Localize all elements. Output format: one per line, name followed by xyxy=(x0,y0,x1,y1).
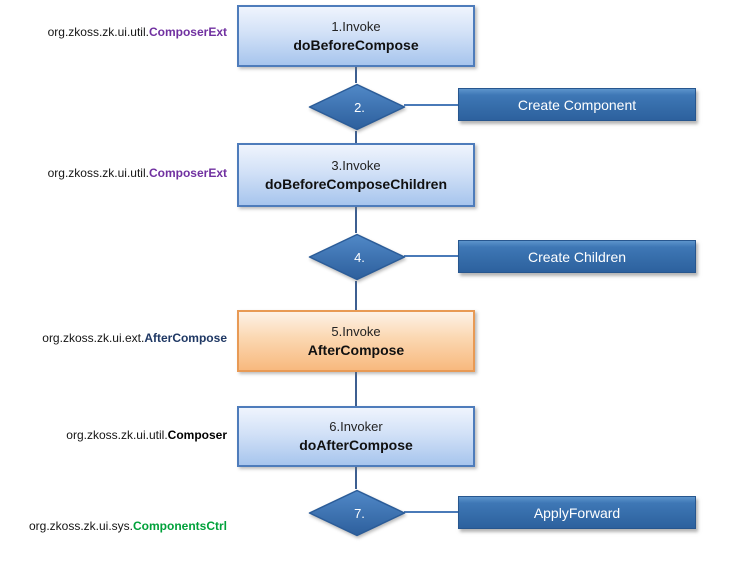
interface-label-prefix: org.zkoss.zk.ui.ext. xyxy=(42,331,145,345)
process-box-step: 6.Invoker xyxy=(329,419,383,434)
diamond-shape-icon xyxy=(308,233,406,281)
interface-label-composer: org.zkoss.zk.ui.util.Composer xyxy=(0,428,227,442)
interface-label-prefix: org.zkoss.zk.ui.util. xyxy=(47,166,149,180)
connector-vertical-1 xyxy=(355,67,357,83)
process-box-step: 5.Invoke xyxy=(331,323,381,339)
decision-number: 4. xyxy=(354,249,365,265)
action-box-label: Create Component xyxy=(517,96,637,113)
interface-label-classname: Composer xyxy=(167,428,227,442)
interface-label-classname: ComposerExt xyxy=(148,166,227,180)
diamond-shape-icon xyxy=(308,83,406,131)
interface-label-composerext-2: org.zkoss.zk.ui.util.ComposerExt xyxy=(0,166,227,180)
action-box-label: ApplyForward xyxy=(533,504,621,521)
interface-label-prefix: org.zkoss.zk.ui.sys. xyxy=(28,519,133,533)
action-box-create-component: Create Component xyxy=(458,88,696,121)
decision-diamond-4: 4. xyxy=(308,233,406,281)
decision-number: 2. xyxy=(354,99,365,115)
process-box-doaftercompose: 6.Invoker doAfterCompose xyxy=(237,406,475,467)
connector-branch-create-children xyxy=(404,255,458,257)
interface-label-componentsctrl: org.zkoss.zk.ui.sys.ComponentsCtrl xyxy=(0,519,227,533)
connector-vertical-6 xyxy=(355,467,357,489)
process-box-method: doAfterCompose xyxy=(299,437,413,453)
connector-vertical-3 xyxy=(355,207,357,233)
interface-label-classname: ComponentsCtrl xyxy=(133,519,227,533)
interface-label-prefix: org.zkoss.zk.ui.util. xyxy=(66,428,168,442)
process-box-method: AfterCompose xyxy=(307,341,405,358)
connector-vertical-4 xyxy=(355,281,357,310)
connector-vertical-5 xyxy=(355,372,357,406)
process-box-dobeforecomposechildren: 3.Invoke doBeforeComposeChildren xyxy=(237,143,475,207)
process-box-aftercompose: 5.Invoke AfterCompose xyxy=(237,310,475,372)
process-box-step: 1.Invoke xyxy=(331,18,381,34)
process-box-step: 3.Invoke xyxy=(331,157,381,173)
diamond-shape-icon xyxy=(308,489,406,537)
process-box-method: doBeforeComposeChildren xyxy=(264,175,447,192)
process-box-method: doBeforeCompose xyxy=(293,36,419,53)
action-box-create-children: Create Children xyxy=(458,240,696,273)
action-box-applyforward: ApplyForward xyxy=(458,496,696,529)
interface-label-classname: ComposerExt xyxy=(148,25,227,39)
decision-number: 7. xyxy=(354,505,365,521)
process-box-dobeforecompose: 1.Invoke doBeforeCompose xyxy=(237,5,475,67)
interface-label-classname: AfterCompose xyxy=(144,331,227,345)
interface-label-prefix: org.zkoss.zk.ui.util. xyxy=(47,25,149,39)
decision-diamond-2: 2. xyxy=(308,83,406,131)
action-box-label: Create Children xyxy=(527,248,627,265)
decision-diamond-7: 7. xyxy=(308,489,406,537)
connector-branch-applyforward xyxy=(404,511,458,513)
connector-vertical-2 xyxy=(355,131,357,143)
interface-label-aftercompose: org.zkoss.zk.ui.ext.AfterCompose xyxy=(0,331,227,345)
interface-label-composerext-1: org.zkoss.zk.ui.util.ComposerExt xyxy=(0,25,227,39)
connector-branch-create-component xyxy=(404,104,458,106)
